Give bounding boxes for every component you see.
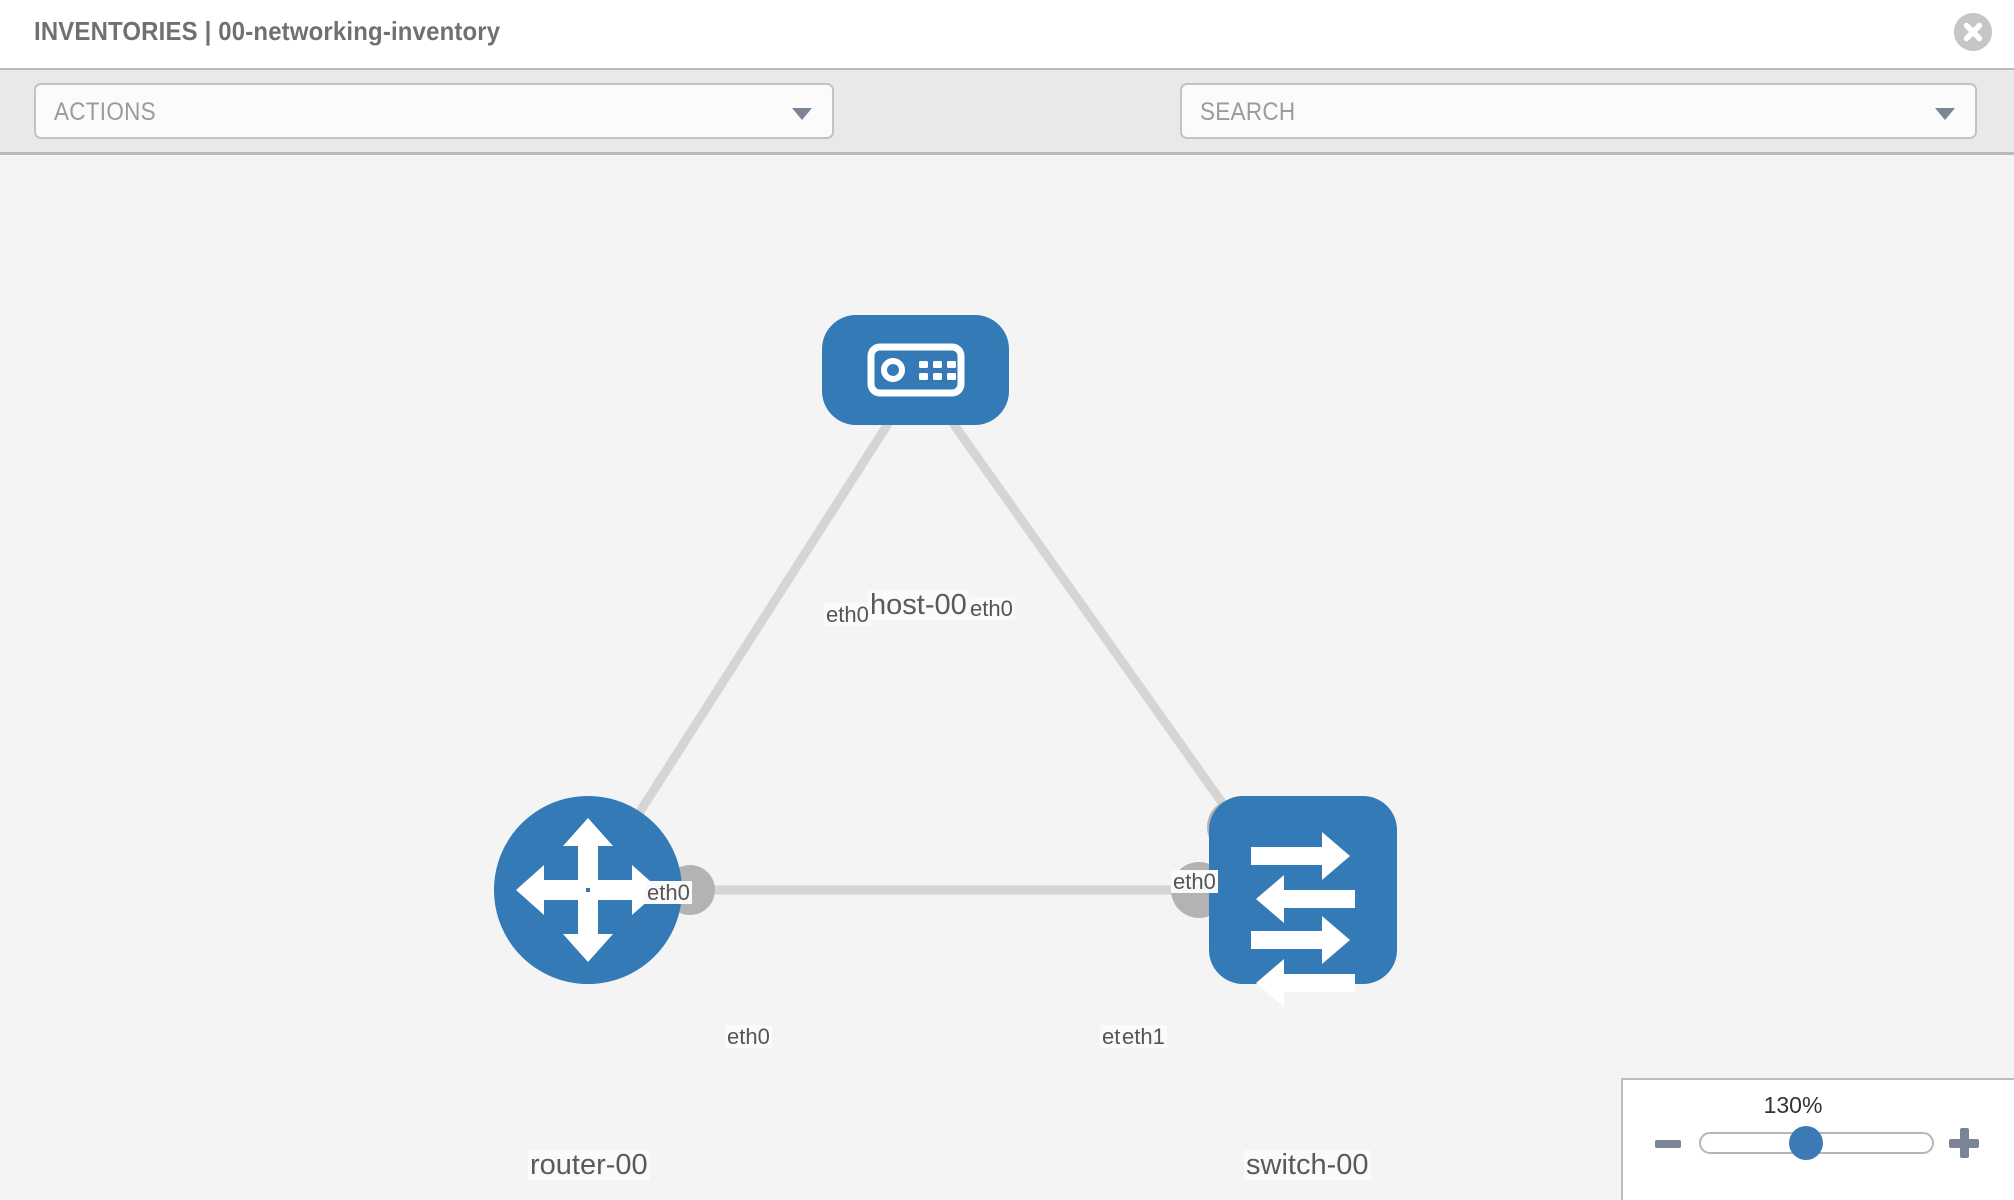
zoom-level-value: 130% [1763, 1092, 1823, 1118]
topology-canvas[interactable]: eth0 host-00 eth0 eth0 eth0 eth0 eth0 et… [0, 155, 2014, 1200]
zoom-in-button[interactable] [1949, 1128, 1979, 1158]
close-button[interactable] [1954, 13, 1992, 51]
close-circle-icon [1954, 13, 1992, 51]
interface-label-switch-up: eth0 [1171, 869, 1218, 894]
zoom-control-panel: 130% [1621, 1078, 2014, 1200]
page-header: INVENTORIES | 00-networking-inventory [0, 0, 2014, 68]
chevron-down-icon[interactable] [1935, 108, 1955, 120]
interface-label-router-up: eth0 [645, 880, 692, 905]
search-placeholder: SEARCH [1200, 98, 1296, 126]
actions-dropdown-label: ACTIONS [54, 98, 156, 126]
topology-ports [665, 375, 1263, 918]
node-label-host-00: host-00 [868, 589, 969, 621]
link-host-router[interactable] [620, 400, 905, 840]
switch-arrows-icon [1251, 832, 1355, 1007]
zoom-slider-thumb[interactable] [1789, 1126, 1823, 1160]
search-input[interactable]: SEARCH [1180, 83, 1977, 139]
topology-graph [494, 315, 1397, 1007]
router-arrows-icon [516, 818, 660, 962]
toolbar: ACTIONS SEARCH [0, 68, 2014, 201]
interface-label-host-left: eth0 [824, 602, 871, 627]
node-host-00[interactable] [822, 315, 1009, 425]
node-label-switch-00: switch-00 [1244, 1149, 1371, 1181]
interface-label-switch-left: eth1 [1120, 1024, 1167, 1049]
node-label-router-00: router-00 [528, 1149, 650, 1181]
actions-dropdown[interactable]: ACTIONS [34, 83, 834, 139]
page-title: INVENTORIES | 00-networking-inventory [34, 16, 501, 46]
node-router-00[interactable] [494, 796, 682, 984]
chevron-down-icon [792, 108, 812, 120]
server-device-icon [867, 343, 965, 397]
interface-label-router-right: eth0 [725, 1024, 772, 1049]
link-host-switch[interactable] [935, 400, 1250, 840]
node-switch-00[interactable] [1209, 796, 1397, 1007]
zoom-out-button[interactable] [1655, 1140, 1681, 1148]
interface-label-host-right: eth0 [968, 596, 1015, 621]
topology-links [620, 400, 1250, 895]
